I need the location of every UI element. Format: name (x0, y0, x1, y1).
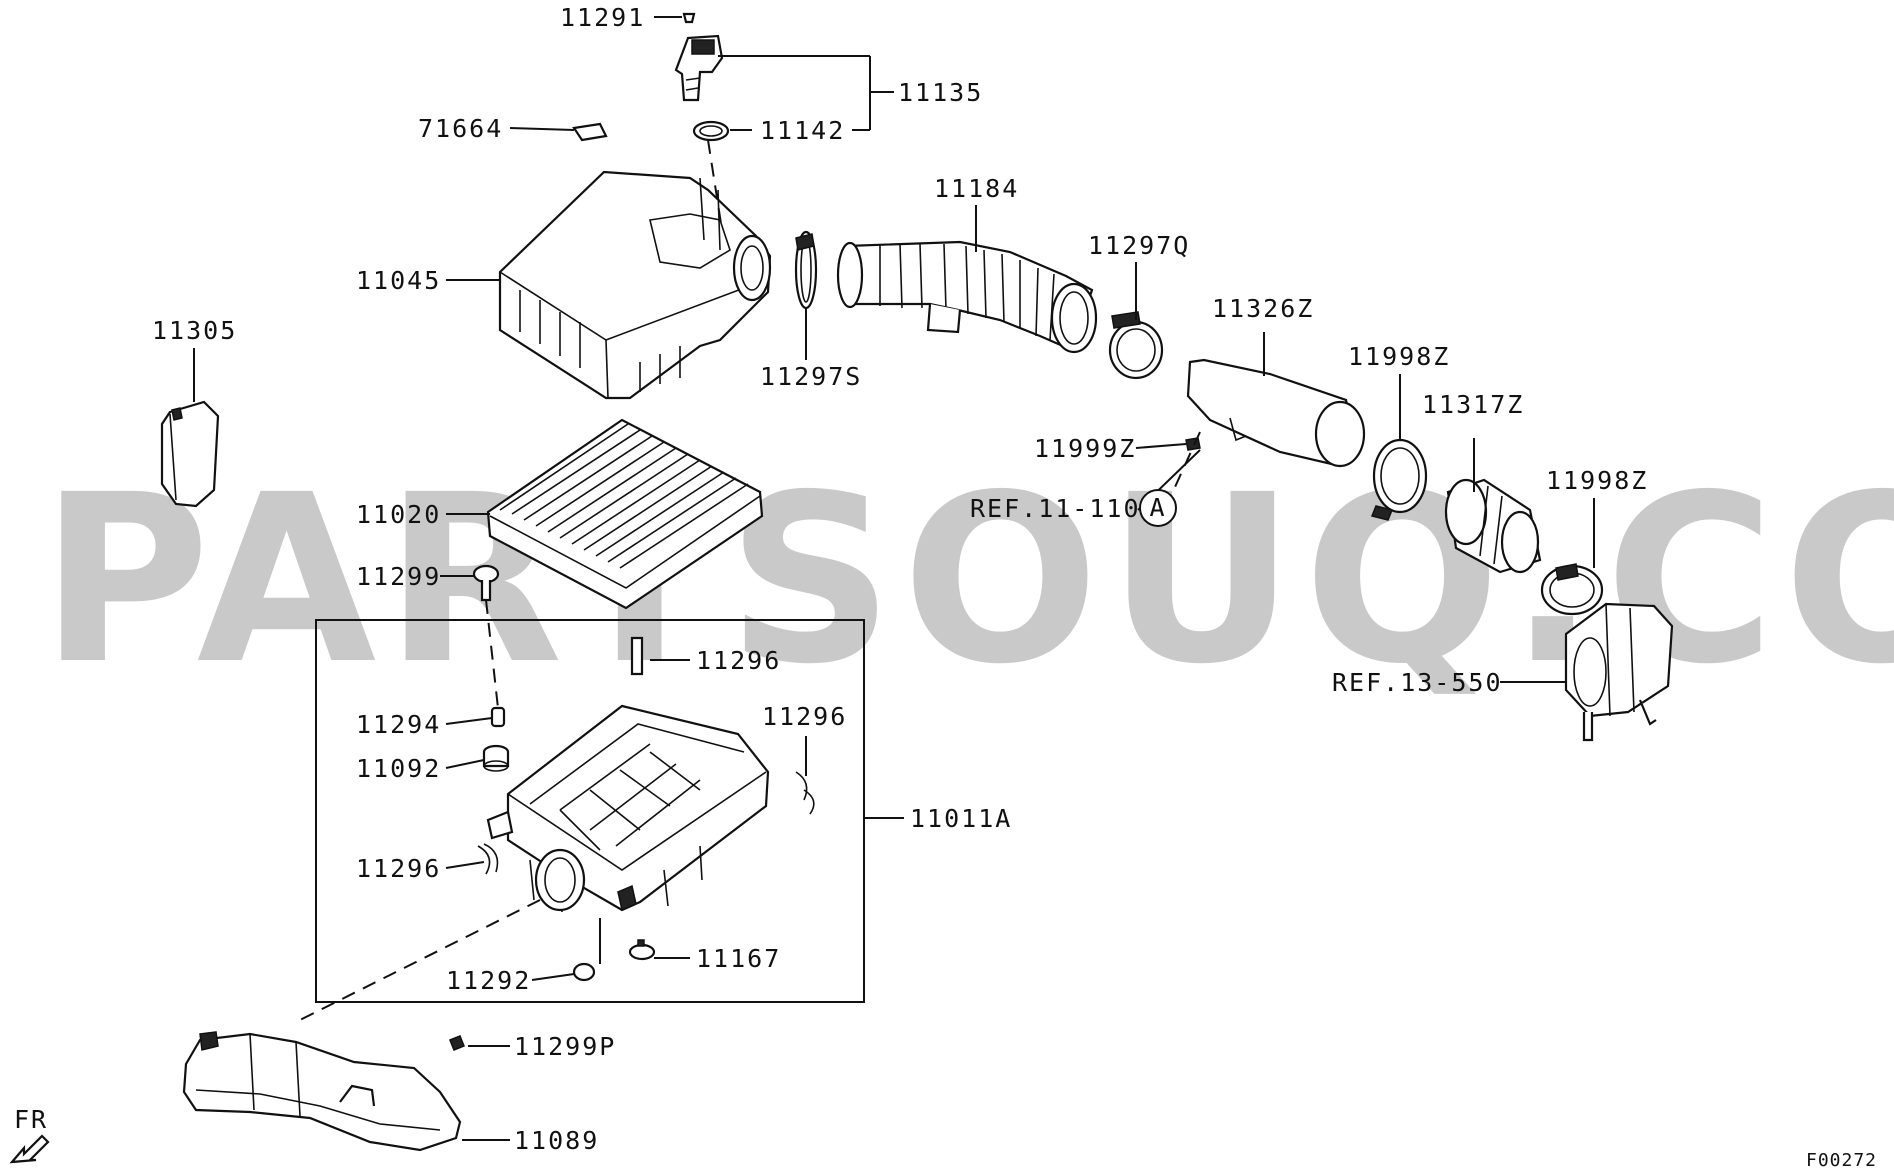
diagram-code: F00272 (1806, 1150, 1877, 1171)
label-11297Q: 11297Q (1088, 231, 1190, 260)
assembly-box-11011A (315, 619, 865, 1003)
label-11998Z-left: 11998Z (1348, 342, 1450, 371)
air-duct-11326Z[interactable] (1186, 358, 1366, 468)
air-flow-sensor[interactable] (674, 34, 724, 102)
collar-11294[interactable] (490, 706, 506, 728)
clamp-11297S[interactable] (794, 230, 818, 310)
air-intake-snorkel[interactable] (182, 1031, 462, 1152)
sensor-screw[interactable] (682, 12, 696, 24)
label-11045: 11045 (356, 266, 441, 295)
air-cleaner-upper-case[interactable] (498, 170, 772, 400)
label-11092: 11092 (356, 754, 441, 783)
air-cleaner-lower-case[interactable] (486, 704, 770, 913)
label-11142: 11142 (760, 116, 845, 145)
label-11291: 11291 (560, 3, 645, 32)
label-11296-top: 11296 (696, 646, 781, 675)
label-11294: 11294 (356, 710, 441, 739)
part-labels: 11291 11135 11142 71664 11184 11297Q 110… (152, 3, 1877, 1171)
front-direction-arrow: FR (9, 1105, 50, 1164)
air-intake-hose-11184[interactable] (836, 240, 1098, 354)
label-11326Z: 11326Z (1212, 294, 1314, 323)
clip-11296-left[interactable] (477, 843, 499, 875)
label-11297S: 11297S (760, 362, 862, 391)
label-11135: 11135 (898, 78, 983, 107)
label-11296-left: 11296 (356, 854, 441, 883)
label-11998Z-right: 11998Z (1546, 466, 1648, 495)
clamp-11998Z-left[interactable] (1370, 438, 1428, 521)
label-11999Z: 11999Z (1034, 434, 1136, 463)
label-11011A: 11011A (910, 804, 1012, 833)
label-71664: 71664 (418, 114, 503, 143)
clip-11296-top[interactable] (630, 636, 644, 676)
label-11299P: 11299P (514, 1032, 616, 1061)
ref-marker-label: A (1149, 493, 1166, 522)
clip-11299P[interactable] (449, 1035, 465, 1051)
nut-11292[interactable] (572, 962, 596, 982)
ref-marker-a: A (1139, 489, 1177, 527)
dashed-guide-lines (295, 139, 1201, 1023)
label-11305: 11305 (152, 316, 237, 345)
o-ring-11142[interactable] (692, 120, 730, 142)
clamp-11998Z-right[interactable] (1540, 563, 1604, 616)
label-11089: 11089 (514, 1126, 599, 1155)
label-11296-right: 11296 (762, 702, 847, 731)
clamp-11297Q[interactable] (1108, 311, 1164, 380)
label-11184: 11184 (934, 174, 1019, 203)
leader-lines (193, 16, 1595, 1141)
front-direction-label: FR (14, 1105, 48, 1134)
screw-11999Z[interactable] (1185, 437, 1201, 451)
label-11317Z: 11317Z (1422, 390, 1524, 419)
resonator-11305[interactable] (160, 400, 220, 508)
label-ref-13-550: REF.13-550 (1332, 668, 1503, 697)
label-11020: 11020 (356, 500, 441, 529)
label-11299: 11299 (356, 562, 441, 591)
label-11167: 11167 (696, 944, 781, 973)
air-hose-11317Z[interactable] (1444, 478, 1542, 574)
grommet-11092[interactable] (482, 744, 510, 772)
plug-11167[interactable] (628, 939, 656, 961)
clip-11296-right[interactable] (795, 771, 815, 815)
label-ref-11-110: REF.11-110 (970, 494, 1141, 523)
label-11292: 11292 (446, 966, 531, 995)
throttle-body-ref[interactable] (1564, 602, 1674, 742)
air-filter-element[interactable] (486, 418, 764, 610)
bracket-71664[interactable] (572, 122, 608, 142)
